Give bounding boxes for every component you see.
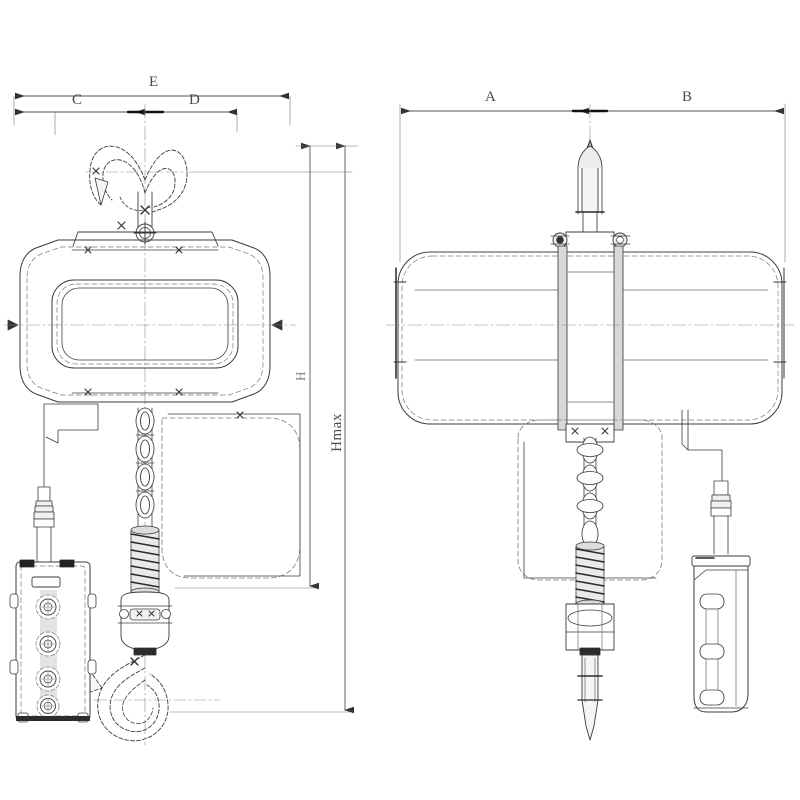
- chain-stop-spring: [130, 525, 160, 597]
- side-view: [385, 103, 795, 741]
- top-hook: [575, 139, 605, 235]
- bottom-hook-block: [565, 603, 615, 656]
- hoist-body: [3, 231, 297, 403]
- dim-label-C: C: [72, 92, 83, 108]
- hoist-body: [385, 245, 795, 431]
- bottom-hook: [577, 654, 603, 741]
- dim-label-E: E: [149, 74, 159, 90]
- hook-cross-mark: [140, 205, 150, 215]
- dim-label-Hmax: Hmax: [328, 413, 345, 452]
- load-chain: [576, 436, 604, 561]
- chain-bag: [517, 419, 663, 581]
- front-view: [3, 92, 359, 746]
- chain-stop-spring: [575, 541, 605, 609]
- top-hook: [85, 145, 197, 229]
- dim-lines-vertical: [169, 142, 359, 714]
- pendant-buttons: [35, 594, 61, 718]
- pendant-cable: [681, 409, 723, 493]
- dim-label-B: B: [682, 89, 693, 105]
- dim-label-H: H: [292, 371, 308, 381]
- nameplate-window: [31, 576, 61, 588]
- pendant-control: [9, 486, 97, 723]
- chain-bag: [161, 411, 301, 579]
- dim-label-D: D: [189, 92, 201, 108]
- bottom-hook-block: [117, 591, 173, 656]
- dim-label-A: A: [485, 89, 497, 105]
- pendant-control: [691, 480, 751, 713]
- load-chain: [135, 407, 155, 559]
- pendant-cable: [43, 403, 99, 499]
- top-swivel-boss: [133, 221, 157, 245]
